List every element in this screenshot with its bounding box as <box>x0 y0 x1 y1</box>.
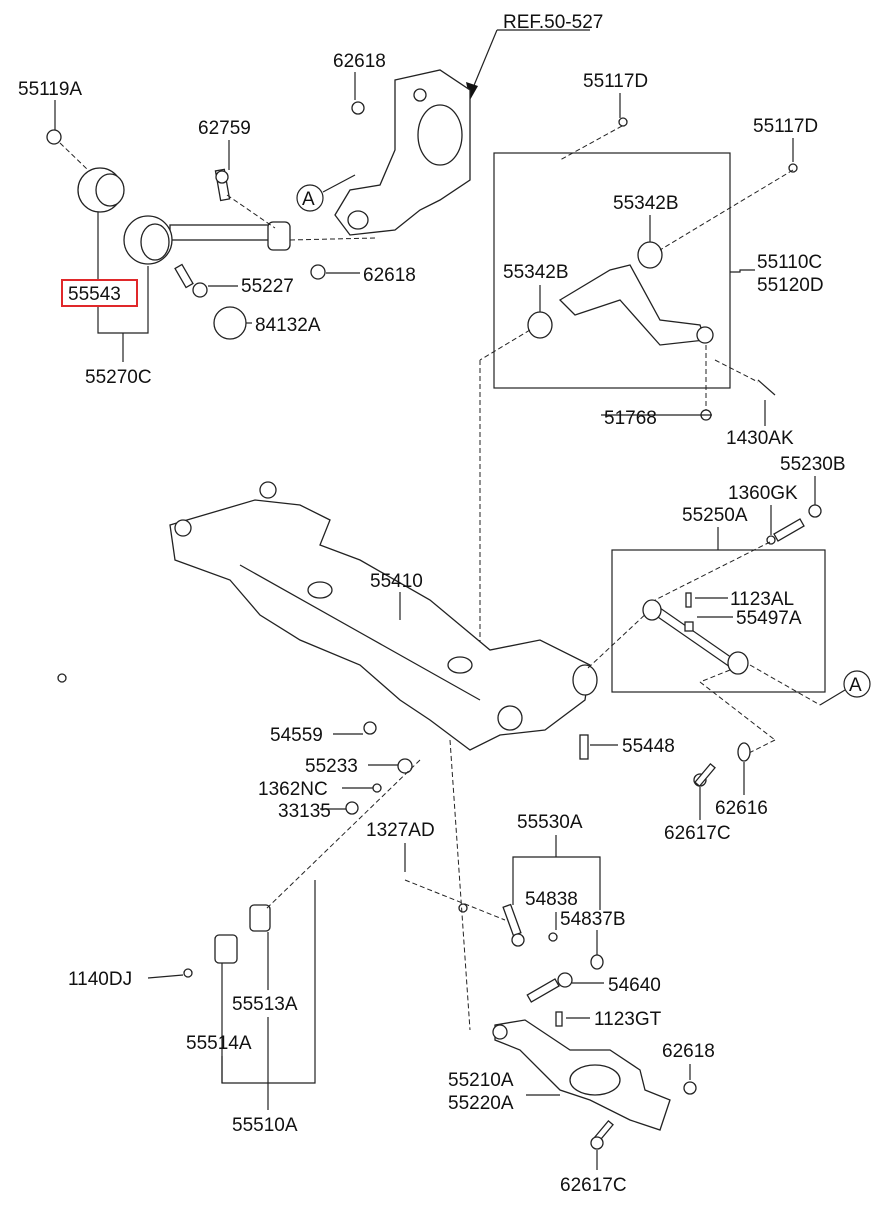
part-label-55514A[interactable]: 55514A <box>186 1033 252 1054</box>
part-label-62618[interactable]: 62618 <box>363 265 416 286</box>
callout-a-label: A <box>302 189 315 210</box>
part-label-55497A[interactable]: 55497A <box>736 608 802 629</box>
callout-a-circle <box>296 184 324 212</box>
callout-a2-label: A <box>849 675 862 696</box>
subframe-part <box>169 481 598 751</box>
stabilizer-bar-part <box>22 673 604 978</box>
part-label-62759[interactable]: 62759 <box>198 118 251 139</box>
part-label-1362NC[interactable]: 1362NC <box>258 779 328 800</box>
leader-lines <box>54 72 816 1170</box>
lower-arm-part <box>492 972 697 1150</box>
trailing-arm-part <box>46 101 365 340</box>
part-label-55227[interactable]: 55227 <box>241 276 294 297</box>
callout-a2-circle <box>843 670 871 698</box>
part-label-55342B[interactable]: 55342B <box>613 193 679 214</box>
part-label-55530A[interactable]: 55530A <box>517 812 583 833</box>
part-label-55119A[interactable]: 55119A <box>18 79 82 100</box>
part-label-55270C[interactable]: 55270C <box>85 367 152 388</box>
part-label-54640[interactable]: 54640 <box>608 975 661 996</box>
part-label-55110C[interactable]: 55110C <box>757 252 822 273</box>
part-label-51768[interactable]: 51768 <box>604 408 657 429</box>
knuckle-part <box>334 69 471 236</box>
part-label-55120D[interactable]: 55120D <box>757 275 824 296</box>
part-label-55543[interactable]: 55543 <box>68 284 121 305</box>
part-label-55117D[interactable]: 55117D <box>583 71 648 92</box>
part-label-55250A[interactable]: 55250A <box>682 505 748 526</box>
part-label-55342B[interactable]: 55342B <box>503 262 569 283</box>
part-label-55233[interactable]: 55233 <box>305 756 358 777</box>
highlight-box <box>61 279 138 307</box>
part-label-55220A[interactable]: 55220A <box>448 1093 514 1114</box>
part-label-55210A[interactable]: 55210A <box>448 1070 514 1091</box>
part-label-54838[interactable]: 54838 <box>525 889 578 910</box>
part-label-62617C[interactable]: 62617C <box>560 1175 627 1196</box>
upper-arm-part <box>527 117 798 421</box>
part-label-62618[interactable]: 62618 <box>333 51 386 72</box>
part-label-33135[interactable]: 33135 <box>278 801 331 822</box>
part-label-1123AL[interactable]: 1123AL <box>730 589 794 610</box>
part-label-1327AD[interactable]: 1327AD <box>366 820 435 841</box>
part-label-84132A[interactable]: 84132A <box>255 315 321 336</box>
part-label-1430AK[interactable]: 1430AK <box>726 428 794 449</box>
part-label-1123GT[interactable]: 1123GT <box>594 1009 662 1030</box>
part-label-1140DJ[interactable]: 1140DJ <box>68 969 132 990</box>
fastener-parts <box>345 721 751 884</box>
part-label-55513A[interactable]: 55513A <box>232 994 298 1015</box>
part-label-55510A[interactable]: 55510A <box>232 1115 298 1136</box>
reference-arrow <box>466 29 590 100</box>
upper-arm-group-box <box>493 152 731 389</box>
part-label-55117D[interactable]: 55117D <box>753 116 818 137</box>
reference-label[interactable]: REF.50-527 <box>503 12 603 33</box>
part-label-62618[interactable]: 62618 <box>662 1041 715 1062</box>
lateral-arm-part <box>642 504 822 675</box>
part-label-62616[interactable]: 62616 <box>715 798 768 819</box>
part-label-55230B[interactable]: 55230B <box>780 454 846 475</box>
part-label-54837B[interactable]: 54837B <box>560 909 626 930</box>
part-label-55448[interactable]: 55448 <box>622 736 675 757</box>
part-label-54559[interactable]: 54559 <box>270 725 323 746</box>
part-label-55410[interactable]: 55410 <box>370 571 423 592</box>
part-label-1360GK[interactable]: 1360GK <box>728 483 798 504</box>
part-label-62617C[interactable]: 62617C <box>664 823 731 844</box>
